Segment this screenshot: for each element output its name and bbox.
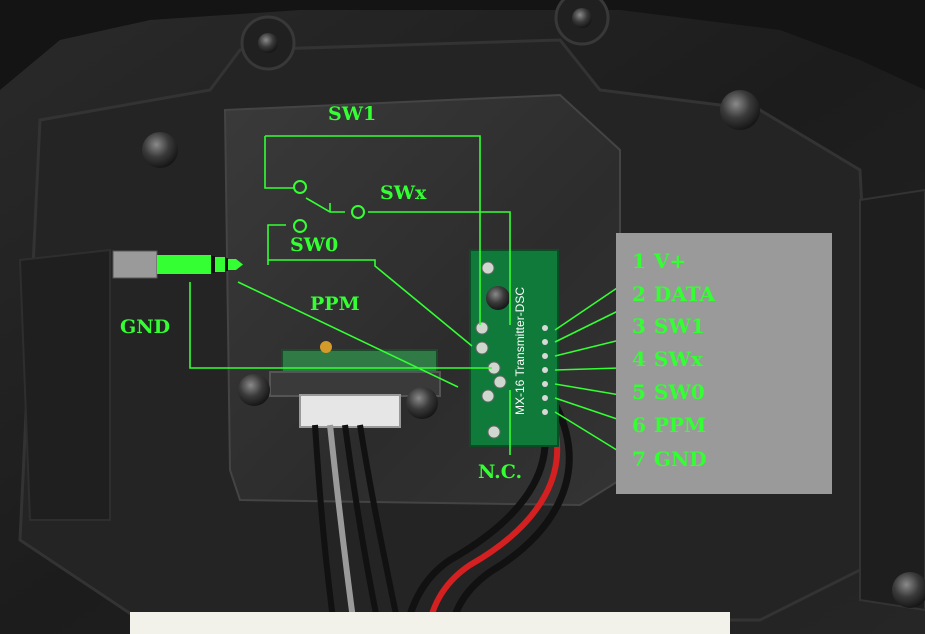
pinout-item-3: 3 SW1 — [632, 316, 705, 336]
pin-number: 2 — [632, 282, 646, 306]
label-ppm: PPM — [310, 293, 360, 315]
pin-number: 3 — [632, 314, 646, 338]
pin-name: SW1 — [653, 314, 705, 338]
white-connector — [299, 394, 401, 428]
dsc-pcb: MX-16 Transmitter-DSC — [469, 249, 559, 447]
wire-harness — [312, 404, 573, 634]
pin-name: PPM — [653, 413, 707, 437]
pcb-silkscreen: MX-16 Transmitter-DSC — [513, 287, 527, 415]
pinout-item-2: 2 DATA — [632, 284, 715, 304]
pin-name: DATA — [653, 282, 715, 306]
pin-number: 6 — [632, 413, 646, 437]
annotation-wires — [189, 135, 621, 455]
header-pins — [542, 325, 548, 415]
label-nc: N.C. — [478, 461, 523, 483]
component — [320, 341, 332, 353]
pin-number: 7 — [632, 447, 646, 471]
label-swx: SWx — [380, 182, 427, 204]
side-rib — [859, 188, 925, 612]
recess-panel — [223, 93, 621, 507]
pin-number: 1 — [632, 249, 646, 273]
white-sheet — [130, 612, 730, 634]
screw-boss-top-left — [240, 15, 296, 71]
pin-name: SWx — [653, 347, 703, 371]
pinout-item-6: 6 PPM — [632, 415, 706, 435]
screw-boss-top-center — [554, 0, 610, 46]
module-screw-right — [406, 387, 438, 419]
switch-contacts — [293, 180, 365, 233]
left-rib — [18, 248, 111, 521]
pinout-item-5: 5 SW0 — [632, 382, 705, 402]
pinout-item-1: 1 V+ — [632, 251, 686, 271]
pin-name: GND — [653, 447, 707, 471]
screw-bottom-right — [892, 572, 925, 608]
label-gnd: GND — [120, 316, 171, 338]
pin-number: 5 — [632, 380, 646, 404]
pinout-box — [616, 233, 832, 494]
pin-name: V+ — [653, 249, 687, 273]
pinout-item-4: 4 SWx — [632, 349, 703, 369]
pin-number: 4 — [632, 347, 646, 371]
label-sw0: SW0 — [290, 234, 339, 256]
screw-right — [720, 90, 760, 130]
screw-left — [142, 132, 178, 168]
pinout-item-7: 7 GND — [632, 449, 707, 469]
jack-plug — [112, 250, 243, 279]
pin-name: SW0 — [653, 380, 705, 404]
label-sw1: SW1 — [328, 103, 377, 125]
module-screw-left — [238, 374, 270, 406]
